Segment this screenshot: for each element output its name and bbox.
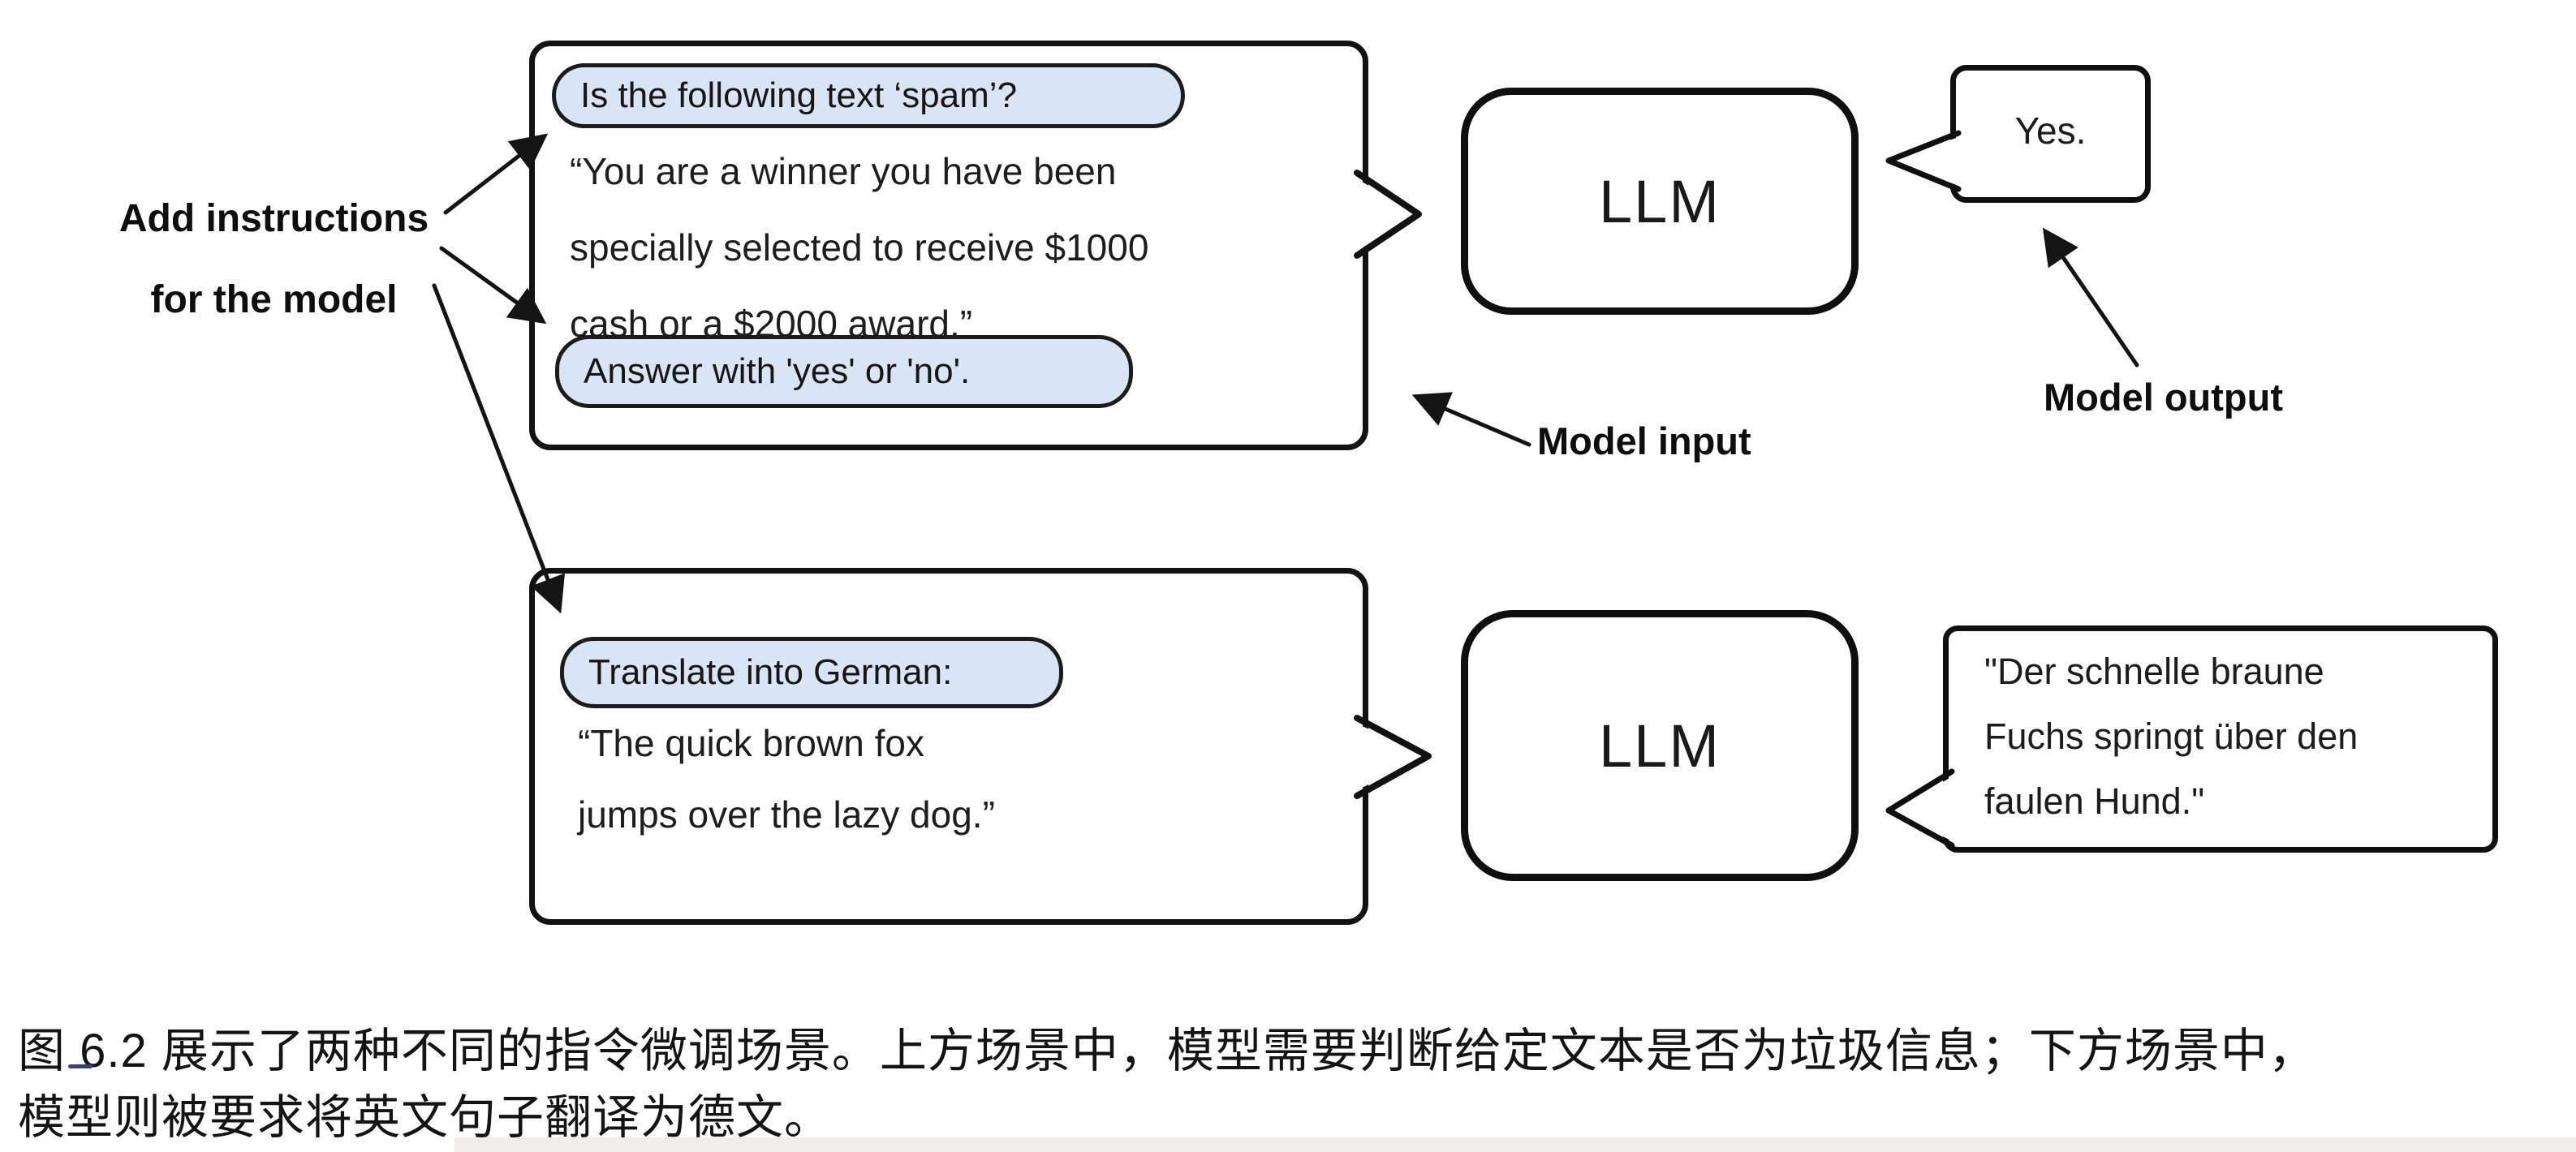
output-bubble-german bbox=[1943, 625, 2498, 853]
spam-body-line: “You are a winner you have been bbox=[570, 150, 1117, 192]
model-output-arrow bbox=[2042, 227, 2139, 368]
spam-body-text: “You are a winner you have been speciall… bbox=[570, 133, 1148, 362]
model-output-label: Model output bbox=[2044, 376, 2283, 419]
add-instructions-label: Add instructions for the model bbox=[93, 178, 454, 341]
output-bubble-yes bbox=[1950, 65, 2151, 203]
model-input-arrow bbox=[1411, 392, 1531, 447]
german-output-line: "Der schnelle braune bbox=[1984, 651, 2324, 692]
model-input-box-translate bbox=[529, 568, 1368, 925]
german-output-line: Fuchs springt über den bbox=[1984, 716, 2358, 757]
translate-body-text: “The quick brown fox jumps over the lazy… bbox=[578, 707, 995, 850]
output-text-yes: Yes. bbox=[2014, 110, 2087, 152]
output-text-german: "Der schnelle braune Fuchs springt über … bbox=[1984, 639, 2358, 834]
model-input-label: Model input bbox=[1537, 419, 1751, 462]
instruction-pill-answer-format: Answer with 'yes' or 'no'. bbox=[555, 335, 1133, 408]
spam-body-line: specially selected to receive $1000 bbox=[570, 226, 1149, 269]
instruction-pill-translate: Translate into German: bbox=[560, 637, 1063, 708]
translate-body-line: jumps over the lazy dog.” bbox=[578, 793, 995, 836]
add-instructions-line2: for the model bbox=[150, 278, 398, 321]
llm-label-bottom: LLM bbox=[1599, 711, 1721, 780]
instruction-pill-answer-format-label: Answer with 'yes' or 'no'. bbox=[584, 351, 971, 391]
page-bottom-strip bbox=[454, 1137, 2576, 1152]
llm-label-top: LLM bbox=[1599, 167, 1721, 235]
caption-line-1: 图 6.2 展示了两种不同的指令微调场景。上方场景中，模型需要判断给定文本是否为… bbox=[18, 1025, 2316, 1077]
caption-line-2: 模型则被要求将英文句子翻译为德文。 bbox=[18, 1091, 833, 1144]
instruction-pill-spam-question: Is the following text ‘spam’? bbox=[552, 63, 1185, 128]
llm-box-bottom: LLM bbox=[1461, 610, 1859, 881]
german-output-line: faulen Hund." bbox=[1984, 780, 2205, 822]
translate-body-line: “The quick brown fox bbox=[578, 722, 924, 764]
add-instructions-line1: Add instructions bbox=[118, 197, 429, 240]
instruction-pill-spam-question-label: Is the following text ‘spam’? bbox=[580, 75, 1018, 115]
llm-box-top: LLM bbox=[1461, 88, 1859, 315]
instruction-pill-translate-label: Translate into German: bbox=[588, 652, 953, 692]
figure-number-underline bbox=[68, 1064, 93, 1068]
